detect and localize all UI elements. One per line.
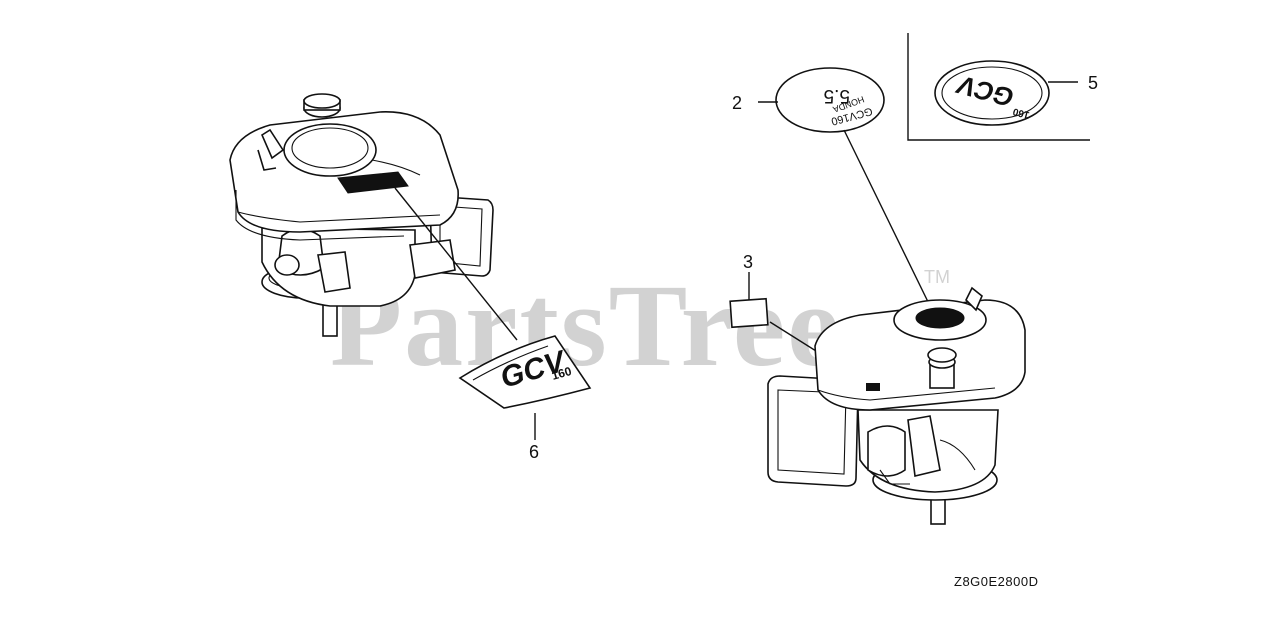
decal-2-illustration: 5.5 GCV160 HONDA (775, 67, 885, 133)
left-engine-illustration (229, 93, 518, 341)
left-engine-nameplate (337, 171, 409, 194)
right-engine-cap-decal (915, 307, 965, 329)
right-engine-small-decal (866, 383, 880, 391)
decal-6-subtext: 160 (550, 364, 573, 383)
right-engine-illustration (767, 286, 1026, 525)
decal-6-illustration: GCV 160 (458, 335, 592, 409)
decal-2-text-rating: 5.5 (824, 85, 850, 106)
diagram-code: Z8G0E2800D (954, 574, 1039, 589)
callout-3: 3 (743, 252, 753, 272)
decal-5-subtext: 160 (1011, 105, 1030, 120)
callout-6: 6 (529, 442, 539, 462)
callout-2: 2 (732, 93, 742, 113)
decal-3-illustration (729, 297, 769, 329)
callout-5: 5 (1088, 73, 1098, 93)
decal-5-inset: GCV 160 5 (907, 33, 1098, 141)
watermark-trademark: TM (924, 267, 950, 287)
